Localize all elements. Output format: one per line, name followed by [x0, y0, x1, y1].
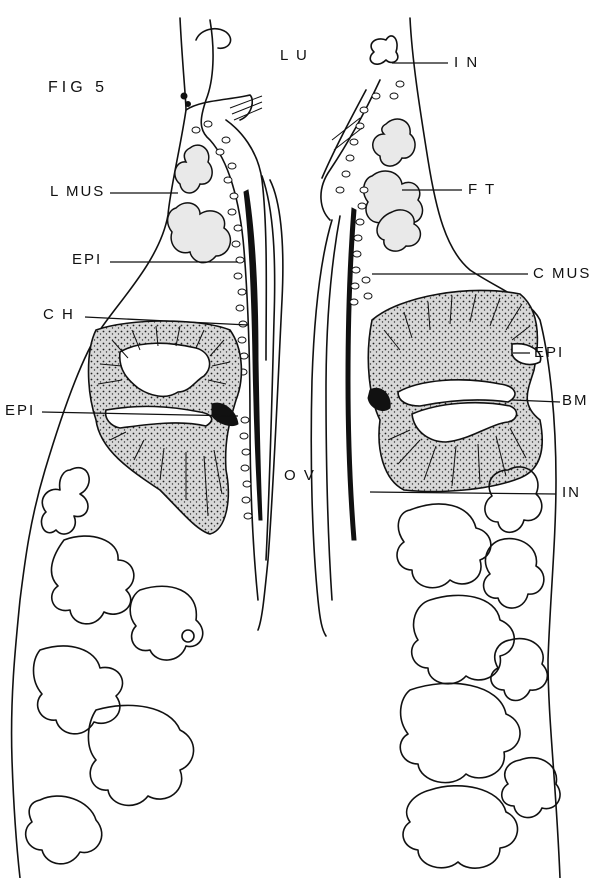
label-ft: F T [468, 182, 496, 197]
left-epithelium [89, 321, 242, 534]
right-epithelium [368, 290, 542, 491]
right-glands [397, 467, 560, 868]
label-lu: L U [280, 48, 309, 63]
label-l-mus: L MUS [50, 184, 105, 199]
fat-body-left-1 [175, 145, 212, 193]
fat-body-right-1 [373, 119, 415, 166]
label-ov: O V [284, 468, 316, 483]
label-epi-upper-left: EPI [72, 252, 102, 267]
fat-body-left-2 [168, 203, 231, 263]
label-ch: C H [43, 307, 75, 322]
left-glands [26, 468, 203, 864]
figure-title: FIG 5 [48, 80, 108, 96]
label-in-bottom: IN [562, 485, 581, 500]
label-bm: BM [562, 393, 589, 408]
label-c-mus: C MUS [533, 266, 591, 281]
label-in-top: I N [454, 55, 479, 70]
label-epi-right: EPI [534, 345, 564, 360]
label-epi-lower-left: EPI [5, 403, 35, 418]
